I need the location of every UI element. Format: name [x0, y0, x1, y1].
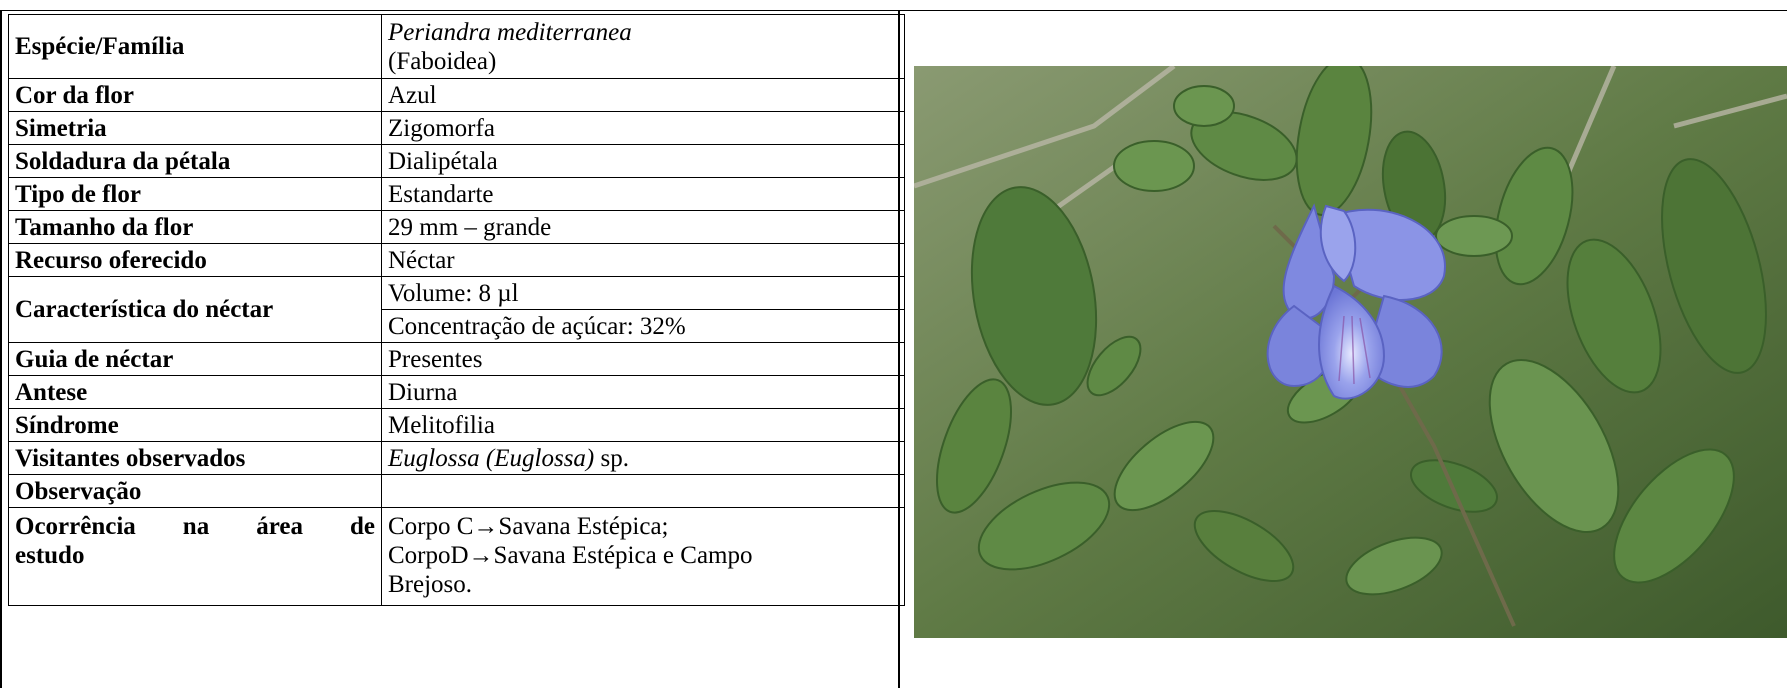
row-value: Azul: [381, 78, 905, 112]
flower: [1266, 203, 1446, 400]
row-label: Observação: [8, 474, 382, 508]
value-line: CorpoD→Savana Estépica e Campo: [388, 542, 753, 569]
row-label: Soldadura da pétala: [8, 144, 382, 178]
label-line: Ocorrência na área de: [15, 513, 375, 540]
visitor-genus: Euglossa (Euglossa): [388, 444, 595, 472]
table-row: Guia de néctar Presentes: [8, 342, 905, 376]
blue-flower-icon: [914, 66, 1787, 638]
row-label: Visitantes observados: [8, 441, 382, 475]
table-row: Simetria Zigomorfa: [8, 111, 905, 145]
table-row: Soldadura da pétala Dialipétala: [8, 144, 905, 178]
row-label: Antese: [8, 375, 382, 409]
row-label: Recurso oferecido: [8, 243, 382, 277]
table-row: Cor da flor Azul: [8, 78, 905, 112]
row-value: Concentração de açúcar: 32%: [381, 309, 905, 343]
flower-photo: [914, 66, 1787, 638]
table-row: Recurso oferecido Néctar: [8, 243, 905, 277]
label-line: estudo: [15, 542, 85, 569]
row-value: Volume: 8 µl: [381, 276, 905, 310]
frame-left-border: [0, 10, 2, 688]
row-value: Dialipétala: [381, 144, 905, 178]
table-row: Tipo de flor Estandarte: [8, 177, 905, 211]
row-value: Corpo C→Savana Estépica; CorpoD→Savana E…: [381, 507, 905, 606]
row-label: Simetria: [8, 111, 382, 145]
table-row: Tamanho da flor 29 mm – grande: [8, 210, 905, 244]
row-label: Tipo de flor: [8, 177, 382, 211]
document-frame: [0, 10, 1787, 688]
row-value: Estandarte: [381, 177, 905, 211]
row-label: Cor da flor: [8, 78, 382, 112]
species-name: Periandra mediterranea: [388, 18, 632, 46]
row-label: Espécie/Família: [8, 14, 382, 79]
row-label: Tamanho da flor: [8, 210, 382, 244]
row-label: Característica do néctar: [8, 276, 382, 343]
row-label: Ocorrência na área de estudo: [8, 507, 382, 606]
row-value: Diurna: [381, 375, 905, 409]
row-label: Guia de néctar: [8, 342, 382, 376]
family-name: (Faboidea): [388, 47, 497, 75]
row-value: Presentes: [381, 342, 905, 376]
value-line: Corpo C→Savana Estépica;: [388, 513, 669, 540]
table-row: Observação: [8, 474, 905, 508]
row-value: Melitofilia: [381, 408, 905, 442]
table-row: Característica do néctar Volume: 8 µl: [8, 276, 905, 343]
value-line: Brejoso.: [388, 571, 473, 598]
row-value: Periandra mediterranea (Faboidea): [381, 14, 905, 79]
table-row: Espécie/Família Periandra mediterranea (…: [8, 14, 905, 79]
row-value: Euglossa (Euglossa) sp.: [381, 441, 905, 475]
species-info-table: Espécie/Família Periandra mediterranea (…: [8, 14, 905, 606]
row-value: [381, 474, 905, 508]
table-row: Síndrome Melitofilia: [8, 408, 905, 442]
table-row: Concentração de açúcar: 32%: [9, 309, 905, 343]
table-row: Ocorrência na área de estudo Corpo C→Sav…: [8, 507, 905, 606]
visitor-suffix: sp.: [594, 444, 629, 472]
row-label: Síndrome: [8, 408, 382, 442]
row-value: Zigomorfa: [381, 111, 905, 145]
row-value: 29 mm – grande: [381, 210, 905, 244]
table-row: Visitantes observados Euglossa (Euglossa…: [8, 441, 905, 475]
row-value: Néctar: [381, 243, 905, 277]
table-row: Antese Diurna: [8, 375, 905, 409]
